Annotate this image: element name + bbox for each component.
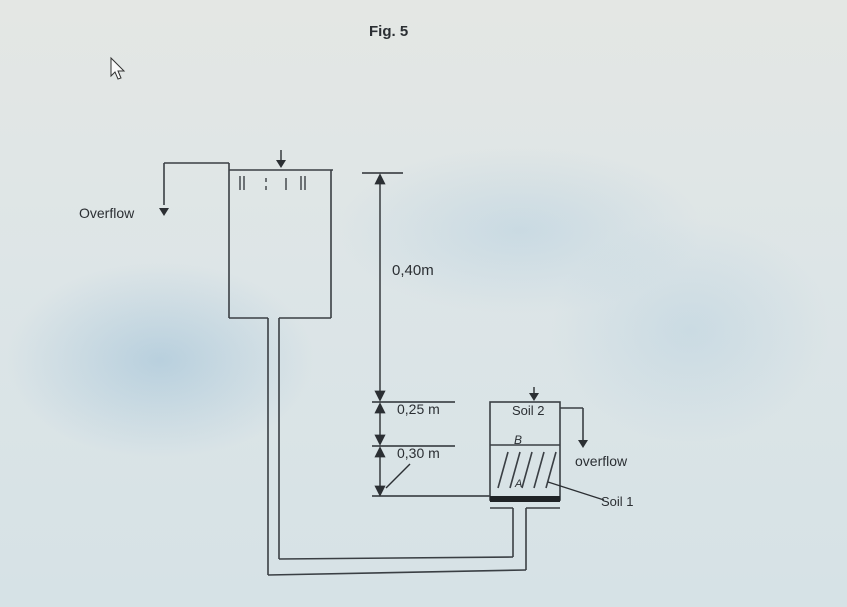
overflow-spout-right bbox=[560, 407, 584, 440]
overflow-label-left: Overflow bbox=[79, 205, 135, 221]
overflow-arrow-right bbox=[578, 440, 588, 448]
overflow-label-right: overflow bbox=[575, 453, 628, 469]
soil-1-label: Soil 1 bbox=[601, 494, 634, 509]
soil-marker-b: B bbox=[514, 433, 522, 447]
upper-tank bbox=[163, 162, 333, 319]
height-label-upper: 0,40m bbox=[392, 262, 434, 279]
soil-1-leader bbox=[547, 481, 605, 501]
soil-2-label: Soil 2 bbox=[512, 403, 545, 418]
mouse-pointer-icon bbox=[110, 56, 126, 80]
water-level-marks bbox=[239, 176, 306, 190]
figure-title: Fig. 5 bbox=[369, 23, 408, 40]
inflow-arrow-upper bbox=[276, 150, 286, 168]
height-label-middle: 0,25 m bbox=[397, 401, 440, 417]
inflow-arrow-soil bbox=[529, 387, 539, 401]
porous-plate bbox=[490, 496, 560, 502]
dimension-line bbox=[362, 172, 490, 497]
height-label-lower: 0,30 m bbox=[397, 445, 440, 461]
connecting-pipe bbox=[267, 318, 527, 576]
soil-marker-a: A bbox=[514, 478, 522, 490]
overflow-arrow-left bbox=[159, 208, 169, 216]
